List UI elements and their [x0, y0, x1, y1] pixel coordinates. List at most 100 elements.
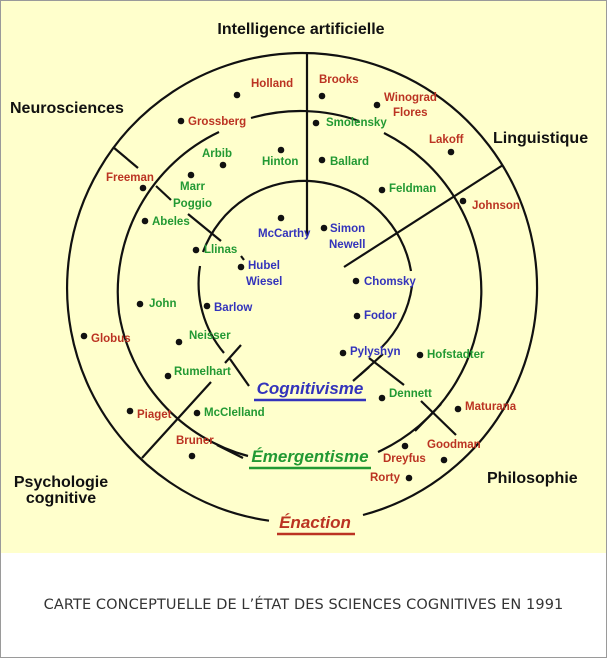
researcher-abeles: Abeles	[141, 216, 190, 228]
researcher-dot-icon	[219, 161, 227, 169]
researcher-name: McCarthy	[258, 228, 311, 240]
researcher-dot-icon	[373, 101, 381, 109]
researcher-poggio: Poggio	[173, 198, 212, 210]
researcher-name: Llinas	[204, 244, 237, 256]
researcher-dot-icon	[378, 186, 386, 194]
researcher-dot-icon	[353, 312, 361, 320]
researcher-feldman: Feldman	[378, 183, 436, 195]
researcher-dot-icon	[339, 349, 347, 357]
researcher-dot-icon	[401, 442, 409, 450]
researcher-name: McClelland	[204, 407, 265, 419]
researcher-dot-icon	[312, 119, 320, 127]
concept-map: Intelligence artificielle Neurosciences …	[1, 1, 606, 553]
researcher-globus: Globus	[80, 332, 131, 345]
researcher-name: Lakoff	[429, 134, 464, 146]
researcher-name: Ballard	[330, 156, 369, 168]
divider-neuro-core	[187, 213, 222, 242]
researcher-flores: Flores	[393, 107, 428, 119]
researcher-name: Hofstadter	[427, 349, 485, 361]
researcher-dot-icon	[440, 456, 448, 464]
middle-ring-c	[250, 109, 360, 123]
researcher-dot-icon	[416, 351, 424, 359]
researcher-name: Rumelhart	[174, 366, 231, 378]
researcher-dot-icon	[277, 214, 285, 222]
researcher-name: Fodor	[364, 310, 397, 322]
divider-psycho-inner	[224, 344, 242, 364]
researcher-maturana: Maturana	[454, 401, 517, 413]
researcher-name: Johnson	[472, 200, 520, 212]
researcher-dot-icon	[187, 171, 195, 179]
researcher-dot-icon	[136, 300, 144, 308]
researcher-piaget: Piaget	[126, 407, 172, 421]
researcher-name: Globus	[91, 333, 131, 345]
researcher-grossberg: Grossberg	[177, 116, 246, 128]
researcher-name: Pylyshyn	[350, 346, 401, 358]
researcher-mcclelland: McClelland	[193, 407, 265, 419]
domain-label-psychologie-2: cognitive	[26, 490, 96, 507]
researcher-chomsky: Chomsky	[352, 276, 416, 288]
researcher-dot-icon	[318, 92, 326, 100]
divider-neuro-inner	[155, 185, 172, 201]
researcher-name: Smolensky	[326, 117, 387, 129]
divider-linguistique	[343, 164, 504, 268]
researcher-dot-icon	[188, 452, 196, 460]
researcher-name: Brooks	[319, 74, 359, 86]
researcher-name: Piaget	[137, 409, 172, 421]
researcher-hubel: Hubel	[237, 260, 280, 272]
concept-map-canvas: Intelligence artificielle Neurosciences …	[10, 21, 588, 536]
researcher-dot-icon	[141, 217, 149, 225]
figure-caption: CARTE CONCEPTUELLE DE L’ÉTAT DES SCIENCE…	[1, 553, 606, 657]
domain-label-philosophie: Philosophie	[487, 470, 578, 487]
researcher-dot-icon	[352, 277, 360, 285]
researcher-name: Hubel	[248, 260, 280, 272]
researcher-dot-icon	[203, 302, 211, 310]
outer-ring	[66, 51, 539, 522]
researcher-dot-icon	[405, 474, 413, 482]
domain-label-psychologie: Psychologie	[14, 474, 108, 491]
caption-text: CARTE CONCEPTUELLE DE L’ÉTAT DES SCIENCE…	[43, 597, 564, 613]
divider-psycho	[141, 381, 212, 459]
domain-dividers	[112, 53, 504, 459]
researcher-name: Simon	[330, 223, 365, 235]
researcher-newell: Newell	[329, 239, 365, 251]
researcher-dot-icon	[192, 246, 200, 254]
paradigm-labels: Cognitivisme Émergentisme Énaction	[249, 379, 371, 536]
researcher-hofstadter: Hofstadter	[416, 349, 485, 361]
researcher-name: Barlow	[214, 302, 252, 314]
researcher-name: Goodman	[427, 439, 481, 451]
researcher-name: Dreyfus	[383, 453, 426, 465]
researcher-lakoff: Lakoff	[429, 134, 464, 156]
researcher-llinas: Llinas	[192, 244, 237, 256]
researcher-freeman: Freeman	[106, 172, 154, 192]
researcher-dot-icon	[459, 197, 467, 205]
researcher-dot-icon	[164, 372, 172, 380]
divider-philo-cross	[359, 353, 384, 376]
researcher-name: Neisser	[189, 330, 231, 342]
researcher-name: Marr	[180, 181, 205, 193]
researcher-john: John	[136, 298, 176, 310]
researcher-rumelhart: Rumelhart	[164, 366, 231, 380]
researcher-dot-icon	[237, 263, 245, 271]
researcher-ballard: Ballard	[318, 156, 369, 168]
researcher-pylyshyn: Pylyshyn	[339, 346, 401, 358]
circles	[66, 51, 539, 522]
inner-ring-tail-left	[229, 358, 250, 387]
researcher-name: Winograd	[384, 92, 437, 104]
researcher-arbib: Arbib	[202, 148, 232, 169]
researcher-name: Rorty	[370, 472, 401, 484]
researcher-marr: Marr	[180, 171, 205, 193]
divider-neuro-outer	[112, 146, 139, 169]
researcher-dreyfus: Dreyfus	[383, 442, 426, 465]
researcher-dot-icon	[454, 405, 462, 413]
researcher-neisser: Neisser	[175, 330, 231, 346]
researcher-dennett: Dennett	[378, 388, 432, 402]
researcher-smolensky: Smolensky	[312, 117, 387, 129]
researcher-name: Bruner	[176, 435, 214, 447]
researcher-goodman: Goodman	[427, 439, 481, 464]
researcher-brooks: Brooks	[318, 74, 359, 100]
domain-label-linguistique: Linguistique	[493, 130, 588, 147]
paradigm-emergentisme: Émergentisme	[251, 447, 368, 466]
researcher-name: Chomsky	[364, 276, 416, 288]
researcher-dot-icon	[80, 332, 88, 340]
researcher-dot-icon	[277, 146, 285, 154]
